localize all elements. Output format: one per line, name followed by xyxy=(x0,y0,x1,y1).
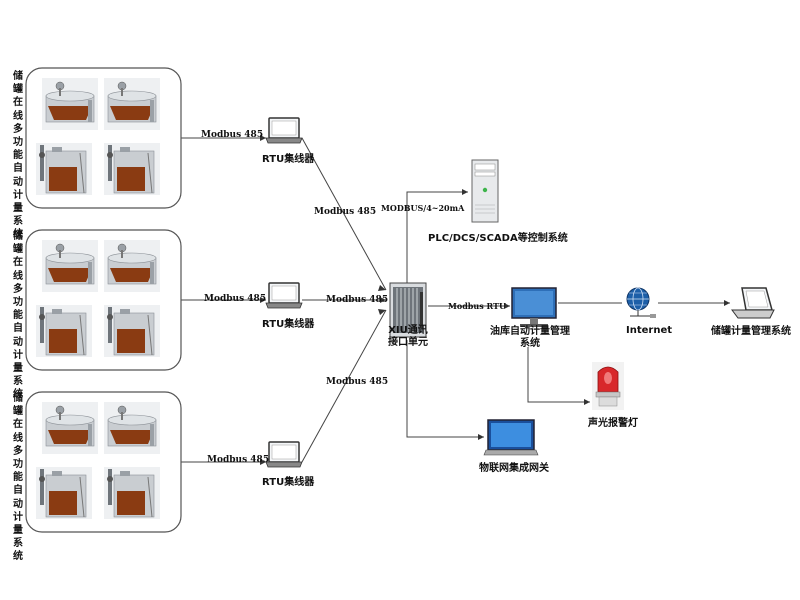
iot-gateway-icon xyxy=(483,419,539,456)
link-rtu1-xiu xyxy=(301,137,387,291)
link-label-group2: Modbus 485 xyxy=(204,294,267,304)
internet-globe-icon xyxy=(626,287,656,318)
tank-icon xyxy=(41,239,99,293)
internet-label: Internet xyxy=(626,325,673,336)
arrow-head xyxy=(260,297,266,303)
tank-group-label-2: 储罐在线多功能自动计量系统 xyxy=(13,231,23,401)
tank-icon xyxy=(41,77,99,131)
link-label-xiu-plc: MODBUS/4~20mA xyxy=(381,203,465,213)
tank-icon xyxy=(103,239,161,293)
tank-icon xyxy=(41,401,99,455)
iot-label: 物联网集成网关 xyxy=(479,463,549,474)
tank-group-label-1: 储罐在线多功能自动计量系统 xyxy=(13,71,23,241)
arrow-head xyxy=(260,459,266,465)
rtu-hub-icon xyxy=(265,282,303,309)
rtu-hub-label-3: RTU集线器 xyxy=(262,477,315,488)
link-label-rtu3-xiu: Modbus 485 xyxy=(326,377,389,387)
link-label-xiu-pc: Modbus RTU xyxy=(448,301,506,311)
tank-icon xyxy=(103,77,161,131)
arrow-head xyxy=(504,303,510,309)
tank-icon xyxy=(35,466,93,520)
tank-icon xyxy=(103,142,161,196)
pc-label: 油库自动计量管理系统 xyxy=(490,326,570,349)
link-label-group1: Modbus 485 xyxy=(201,130,264,140)
link-rtu3-xiu xyxy=(301,309,387,463)
rtu-hub-label-1: RTU集线器 xyxy=(262,154,315,165)
link-pc-alarm xyxy=(527,347,590,403)
arrow-head xyxy=(584,399,590,405)
arrow-head xyxy=(378,309,386,315)
plc-label: PLC/DCS/SCADA等控制系统 xyxy=(428,233,568,244)
tank-group-boxes xyxy=(25,67,182,533)
tank-icon xyxy=(35,304,93,358)
tank-icon xyxy=(35,142,93,196)
arrow-head xyxy=(378,285,386,291)
arrow-head xyxy=(380,297,386,303)
alarm-label: 声光报警灯 xyxy=(588,418,638,429)
server-icon xyxy=(471,159,499,223)
arrowheads xyxy=(260,135,730,465)
tank-icon xyxy=(103,466,161,520)
link-label-rtu2-xiu: Modbus 485 xyxy=(326,295,389,305)
link-xiu-iot xyxy=(406,340,484,438)
laptop-icon xyxy=(731,287,775,319)
monitor-icon xyxy=(511,287,557,327)
alarm-light-icon xyxy=(592,362,624,410)
laptop-label: 储罐计量管理系统 xyxy=(711,326,791,337)
rtu-hub-icon xyxy=(265,117,303,144)
arrow-head xyxy=(724,300,730,306)
link-xiu-plc xyxy=(406,191,468,283)
link-label-group3: Modbus 485 xyxy=(207,455,270,465)
connection-lines xyxy=(181,137,730,463)
arrow-head xyxy=(462,189,468,195)
rtu-hub-icon xyxy=(265,441,303,468)
arrow-head xyxy=(478,434,484,440)
tank-icon xyxy=(103,304,161,358)
rtu-hub-label-2: RTU集线器 xyxy=(262,319,315,330)
xiu-device-icon xyxy=(389,282,427,338)
tank-icon xyxy=(103,401,161,455)
arrow-head xyxy=(260,135,266,141)
xiu-label: XIU通讯接口单元 xyxy=(388,325,428,348)
link-label-rtu1-xiu: Modbus 485 xyxy=(314,207,377,217)
tank-group-label-3: 储罐在线多功能自动计量系统 xyxy=(13,393,23,563)
